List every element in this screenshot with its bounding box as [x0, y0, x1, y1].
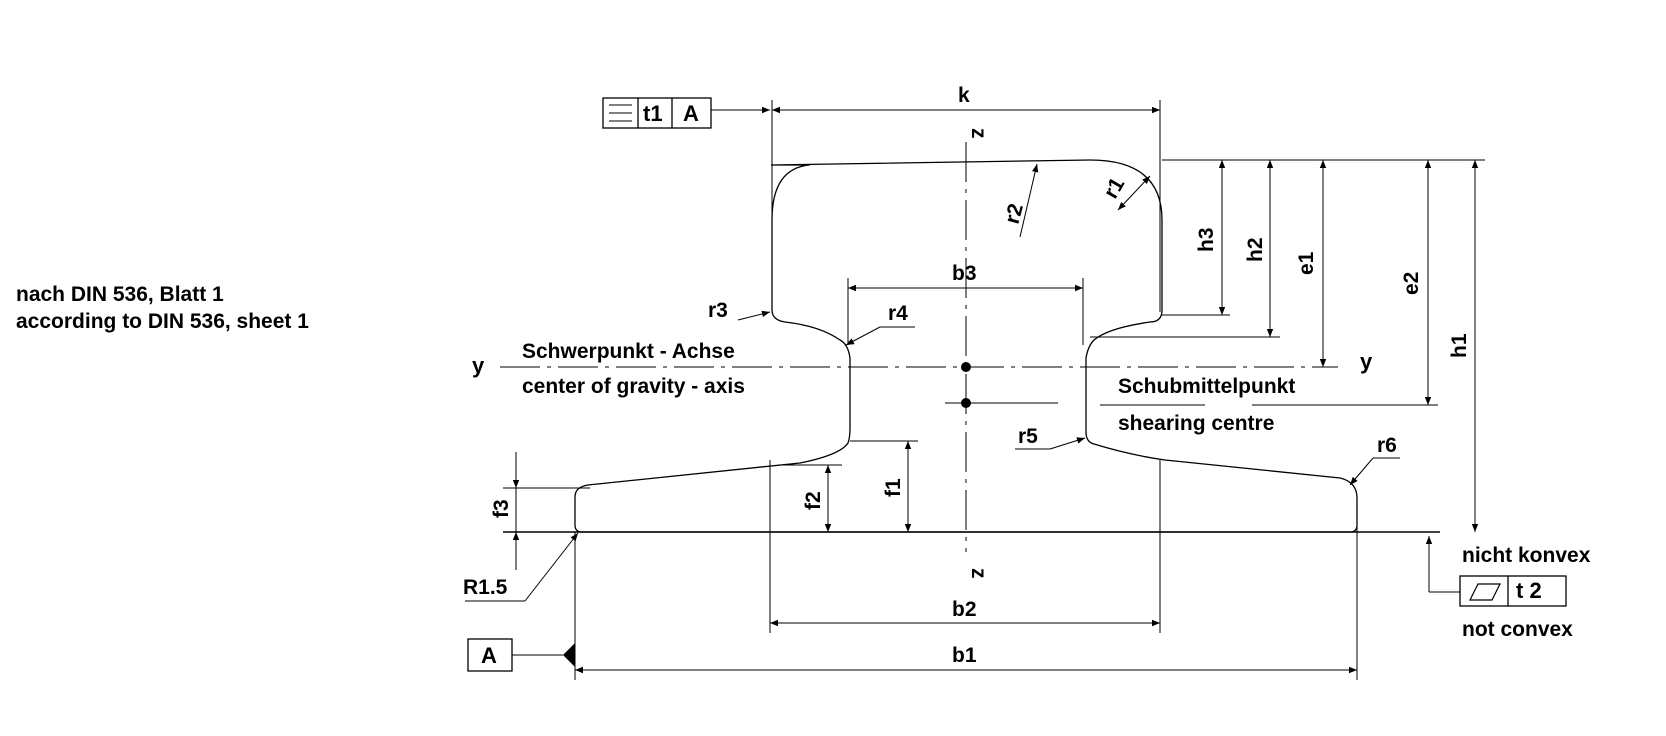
f3-label: f3	[490, 499, 513, 518]
b2-label: b2	[952, 598, 977, 621]
shear-centre-label-en: shearing centre	[1118, 412, 1274, 435]
gravity-axis-label-en: center of gravity - axis	[522, 375, 745, 398]
flatness-value: t1	[643, 101, 663, 126]
e2-label: e2	[1400, 272, 1423, 295]
h2-label: h2	[1244, 237, 1267, 262]
datum-a-frame: A	[467, 638, 513, 672]
y-axis-right-label: y	[1360, 349, 1373, 374]
r3-label: r3	[708, 299, 728, 322]
y-axis-left-label: y	[472, 353, 485, 378]
e1-label: e1	[1295, 251, 1318, 275]
gravity-axis-label-de: Schwerpunkt - Achse	[522, 340, 735, 363]
r3-leader	[737, 310, 771, 321]
flatness-datum: A	[683, 101, 699, 126]
r6-label: r6	[1377, 434, 1397, 457]
center-of-gravity-marker	[961, 362, 971, 372]
k-label: k	[958, 84, 970, 107]
shear-centre-label-de: Schubmittelpunkt	[1118, 375, 1295, 398]
r1-leader	[1117, 175, 1151, 211]
datum-a-label: A	[481, 643, 497, 668]
standard-note-de: nach DIN 536, Blatt 1	[16, 283, 224, 306]
r4-label: r4	[888, 302, 908, 325]
f1-label: f1	[882, 478, 905, 497]
convex-value: t 2	[1516, 578, 1542, 603]
b3-label: b3	[952, 262, 977, 285]
r2-leader	[1019, 163, 1039, 238]
z-axis-bottom-label: z	[967, 568, 990, 579]
z-axis-top-label: z	[967, 128, 990, 139]
convexity-control-frame: t 2	[1459, 575, 1567, 607]
r1-label: r1	[1099, 174, 1129, 203]
r4-leader	[845, 326, 881, 346]
r6-leader	[1349, 457, 1374, 486]
h1-label: h1	[1448, 333, 1471, 358]
f2-label: f2	[802, 491, 825, 510]
r5-label: r5	[1018, 425, 1038, 448]
h3-label: h3	[1195, 227, 1218, 252]
not-convex-label-de: nicht konvex	[1462, 544, 1591, 567]
not-convex-label-en: not convex	[1462, 618, 1573, 641]
standard-note-en: according to DIN 536, sheet 1	[16, 310, 309, 333]
datum-triangle-icon	[563, 643, 575, 667]
r15-label: R1.5	[463, 576, 508, 599]
flatness-control-frame: t1 A	[602, 97, 712, 129]
r15-leader	[524, 532, 579, 602]
r5-leader	[1049, 437, 1086, 450]
flatness-parallelogram-icon	[1469, 583, 1501, 601]
b1-label: b1	[952, 644, 977, 667]
